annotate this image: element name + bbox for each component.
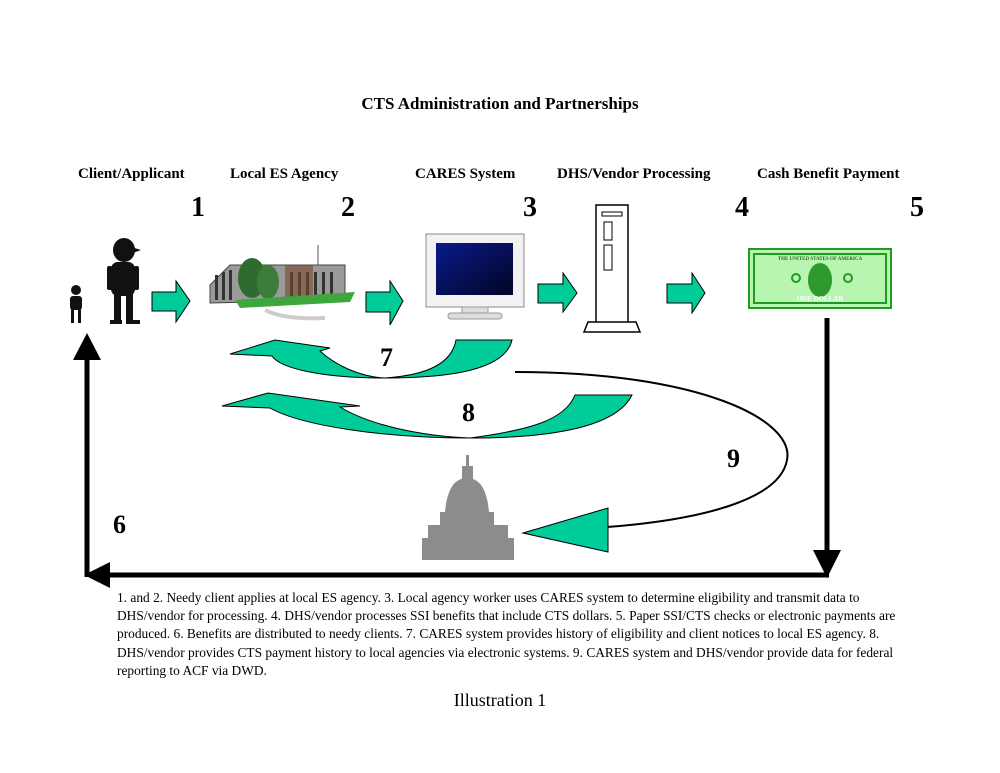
arrow-cares-to-vendor xyxy=(537,271,578,314)
flow-label-6: 6 xyxy=(113,510,126,539)
stage-number-4: 4 xyxy=(735,192,749,223)
capitol-building-icon xyxy=(422,455,514,560)
stage-number-2: 2 xyxy=(341,192,355,223)
arrow-client-to-agency xyxy=(151,279,191,324)
stage-label-client: Client/Applicant xyxy=(78,166,185,182)
dollar-top-text: THE UNITED STATES OF AMERICA xyxy=(778,257,863,262)
stage-label-payment: Cash Benefit Payment xyxy=(757,166,900,182)
arrow-agency-to-cares xyxy=(365,279,404,326)
diagram-title: CTS Administration and Partnerships xyxy=(361,94,639,113)
bottom-return-arrowhead xyxy=(84,562,110,588)
stage-number-1: 1 xyxy=(191,192,205,223)
flow-line-9 xyxy=(514,371,789,528)
curved-arrow-8 xyxy=(221,392,633,439)
diagram-caption: 1. and 2. Needy client applies at local … xyxy=(117,590,896,678)
child-figure-icon xyxy=(70,285,82,323)
cares-computer-monitor-icon xyxy=(425,233,525,320)
local-agency-building-icon xyxy=(209,245,355,321)
stage-label-vendor: DHS/Vendor Processing xyxy=(557,166,711,182)
stage-number-3: 3 xyxy=(523,192,537,223)
illustration-label: Illustration 1 xyxy=(453,690,547,710)
dhs-vendor-server-tower-icon xyxy=(582,204,642,333)
flow-label-9: 9 xyxy=(727,444,740,473)
payment-down-arrow xyxy=(813,318,841,578)
flow-label-8: 8 xyxy=(462,398,475,427)
dollar-bill-icon: THE UNITED STATES OF AMERICA ONE DOLLAR xyxy=(748,248,892,309)
arrow-vendor-to-payment xyxy=(666,271,706,315)
arrowhead-9 xyxy=(521,507,609,553)
stage-number-5: 5 xyxy=(910,192,924,223)
dollar-bottom-text: ONE DOLLAR xyxy=(797,295,845,303)
up-return-arrowhead xyxy=(73,333,101,360)
curved-arrow-7 xyxy=(229,339,513,379)
flow-label-7: 7 xyxy=(380,343,393,372)
adult-figure-icon xyxy=(107,238,141,324)
stage-label-cares: CARES System xyxy=(415,166,516,182)
stage-label-agency: Local ES Agency xyxy=(230,166,339,182)
